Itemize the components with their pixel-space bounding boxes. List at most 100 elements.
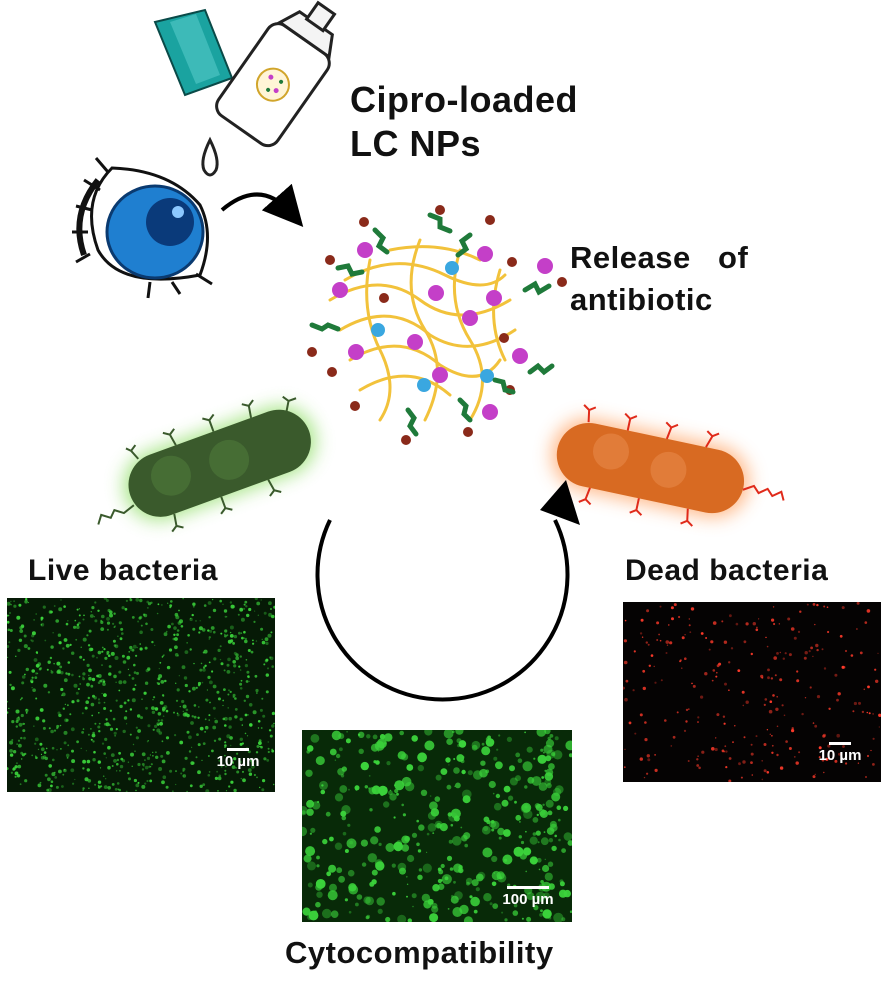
speckle [82,728,85,730]
speckle [182,704,187,709]
speckle [180,772,183,775]
speckle [331,730,342,741]
speckle [13,766,17,770]
speckle [348,788,350,791]
speckle [133,663,136,667]
speckle [810,646,813,650]
speckle [15,720,19,723]
speckle [175,615,180,620]
speckle [48,610,53,614]
speckle [341,805,351,815]
speckle [671,617,674,621]
speckle [417,752,427,763]
speckle [836,698,839,702]
speckle [493,756,498,761]
speckle [261,638,263,640]
speckle [197,716,200,719]
speckle [82,637,87,642]
speckle [771,751,774,754]
speckle [220,632,223,635]
speckle [149,754,151,756]
speckle [536,730,547,737]
speckle [255,640,258,642]
speckle [16,774,21,778]
speckle [129,645,133,650]
speckle [91,677,96,682]
eye-icon [72,157,213,299]
speckle [517,758,523,763]
speckle [241,724,243,726]
speckle [136,646,138,649]
speckle [21,681,25,685]
speckle [236,770,240,774]
speckle [222,699,225,702]
speckle [389,789,392,791]
speckle [224,615,227,618]
speckle [804,651,808,655]
speckle [377,908,383,914]
speckle [489,902,493,906]
speckle [60,687,64,692]
speckle [260,627,264,631]
speckle [257,614,259,616]
speckle [565,740,572,751]
speckle [154,707,159,711]
speckle [526,916,532,922]
speckle [232,642,236,645]
speckle [33,619,35,621]
speckle [97,650,102,655]
speckle [102,775,105,777]
speckle [217,776,222,781]
speckle [772,606,775,608]
speckle [56,749,58,751]
speckle [823,771,825,774]
speckle [481,746,491,756]
speckle [121,759,126,763]
speckle [135,783,140,788]
speckle [628,721,632,725]
speckle [435,774,442,781]
speckle [212,608,217,613]
speckle [217,648,221,652]
speckle [535,891,546,902]
speckle [39,708,44,712]
speckle [538,808,546,816]
speckle [558,818,561,822]
speckle [769,733,771,735]
speckle [498,734,501,737]
speckle [134,684,137,686]
speckle [204,731,207,733]
live-scale-label: 10 µm [216,753,260,770]
speckle [223,609,228,613]
speckle [192,602,196,606]
speckle [116,770,118,772]
speckle [97,780,102,784]
speckle [306,808,314,816]
speckle [125,710,128,713]
speckle [779,651,781,654]
speckle [141,768,145,771]
speckle [816,648,819,652]
speckle [50,670,54,674]
speckle [40,624,43,626]
speckle [728,779,732,782]
speckle [188,750,192,753]
speckle [202,742,206,745]
speckle [203,604,207,607]
speckle [82,789,84,791]
speckle [538,782,548,791]
speckle [850,654,854,657]
speckle [199,726,204,731]
speckle [17,716,20,719]
speckle [745,700,749,704]
speckle [531,776,542,786]
speckle [47,691,51,694]
speckle [182,767,186,771]
speckle [243,630,246,634]
speckle [10,600,12,602]
speckle [244,713,248,717]
speckle [466,881,470,886]
release-label: Release of antibiotic [570,237,748,321]
speckle [256,692,258,694]
speckle [521,917,524,920]
